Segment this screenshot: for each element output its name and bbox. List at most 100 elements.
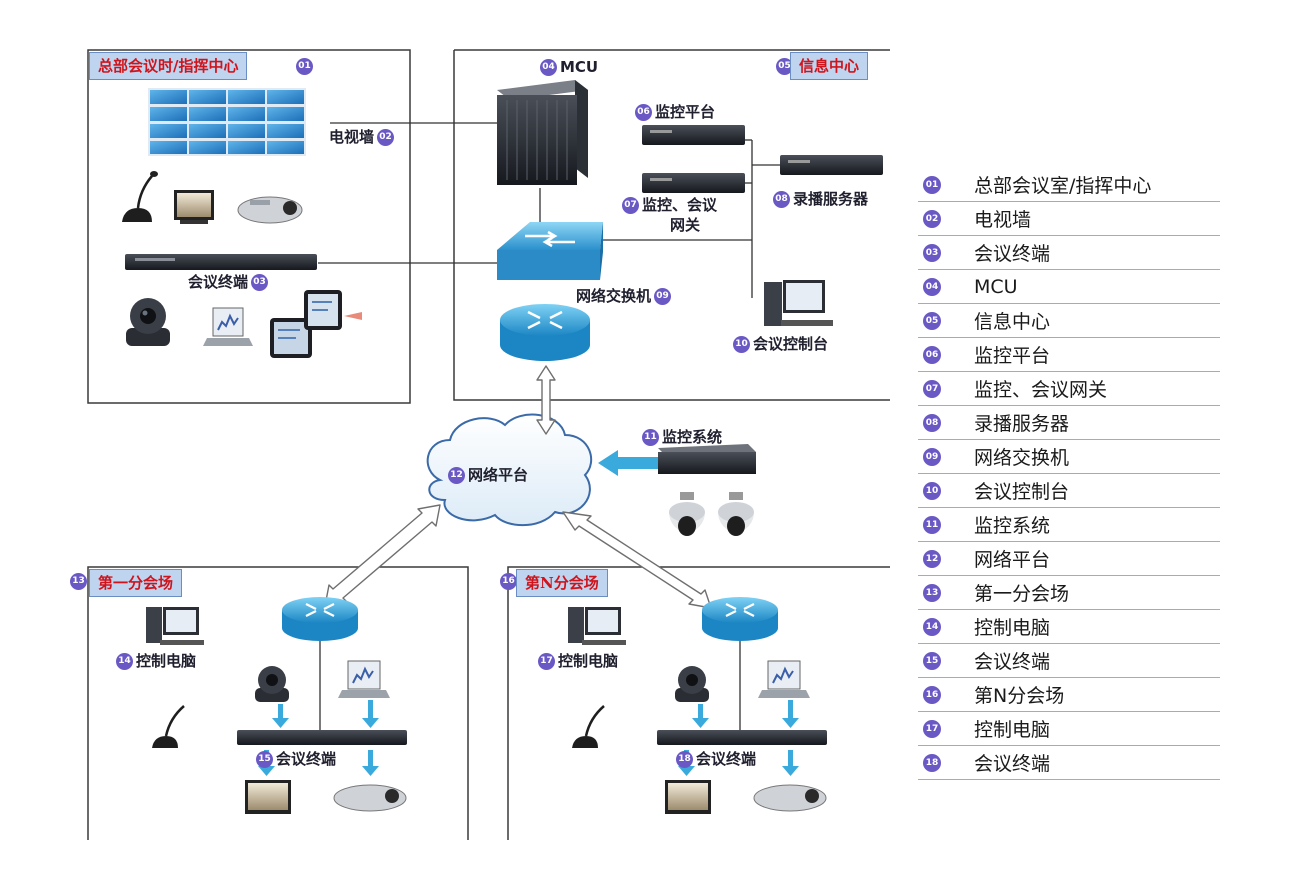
legend-label: 第一分会场 bbox=[974, 583, 1070, 605]
legend-badge: 08 bbox=[923, 413, 941, 432]
legend-badge: 06 bbox=[923, 345, 941, 364]
monitor-platform-icon bbox=[642, 125, 745, 145]
legend-row: 15 会议终端 bbox=[918, 644, 1220, 678]
legend-label: 信息中心 bbox=[974, 311, 1051, 333]
branch1-camera-icon bbox=[255, 666, 289, 702]
branch1-pc-icon bbox=[146, 607, 204, 645]
legend-label: 会议终端 bbox=[974, 651, 1051, 673]
legend-label: 控制电脑 bbox=[974, 617, 1051, 639]
zone-frames bbox=[87, 49, 890, 840]
zone-title-branch1: 第一分会场 bbox=[89, 569, 183, 597]
legend-badge: 04 bbox=[923, 277, 941, 296]
arrow-left-icon bbox=[598, 450, 658, 476]
tv-monitor-icon bbox=[174, 190, 214, 224]
legend-label: 网络交换机 bbox=[974, 447, 1070, 469]
legend-badge: 15 bbox=[923, 651, 941, 670]
connection-lines bbox=[318, 122, 780, 730]
legend-label: 会议控制台 bbox=[974, 481, 1070, 503]
branchN-pc-icon bbox=[568, 607, 626, 645]
monitoring-device-icon bbox=[658, 444, 756, 474]
microphone-icon bbox=[122, 171, 158, 222]
legend-row: 13 第一分会场 bbox=[918, 576, 1220, 610]
legend-row: 06 监控平台 bbox=[918, 338, 1220, 372]
branchN-terminal-icon bbox=[657, 730, 827, 745]
badge-info: 05 bbox=[776, 58, 793, 75]
branch1-projector-icon bbox=[333, 784, 407, 812]
branchN-laptop-icon bbox=[758, 660, 810, 698]
branch1-microphone-icon bbox=[152, 705, 185, 748]
legend-badge: 07 bbox=[923, 379, 941, 398]
router-icon bbox=[500, 304, 590, 361]
branchN-router-icon bbox=[702, 597, 778, 641]
legend-row: 10 会议控制台 bbox=[918, 474, 1220, 508]
zone-title-branchN: 第N分会场 bbox=[516, 569, 608, 597]
legend-badge: 01 bbox=[923, 175, 941, 194]
badge-branch1: 13 bbox=[70, 573, 87, 590]
branchN-projector-icon bbox=[753, 784, 827, 812]
legend-badge: 11 bbox=[923, 515, 941, 534]
legend-badge: 13 bbox=[923, 583, 941, 602]
network-switch-icon bbox=[497, 222, 603, 280]
legend-row: 16 第N分会场 bbox=[918, 678, 1220, 712]
gateway-icon bbox=[642, 173, 745, 193]
legend-label: 监控平台 bbox=[974, 345, 1051, 367]
legend-label: 监控系统 bbox=[974, 515, 1051, 537]
legend-row: 05 信息中心 bbox=[918, 304, 1220, 338]
branch1-laptop-icon bbox=[338, 660, 390, 698]
branchN-tv-icon bbox=[665, 780, 711, 814]
double-arrow-icon bbox=[324, 365, 712, 609]
legend-row: 04 MCU bbox=[918, 270, 1220, 304]
legend-badge: 03 bbox=[923, 243, 941, 262]
legend-label: 监控、会议网关 bbox=[974, 379, 1108, 401]
legend-label: 总部会议室/指挥中心 bbox=[974, 175, 1152, 197]
mcu-icon bbox=[497, 80, 588, 185]
legend-label: 第N分会场 bbox=[974, 685, 1065, 707]
badge-hq: 01 bbox=[296, 58, 313, 75]
branch1-terminal-icon bbox=[237, 730, 407, 745]
ptz-camera-icon bbox=[126, 298, 170, 346]
legend-row: 11 监控系统 bbox=[918, 508, 1220, 542]
legend-row: 08 录播服务器 bbox=[918, 406, 1220, 440]
legend-badge: 05 bbox=[923, 311, 941, 330]
zone-title-info: 信息中心 bbox=[790, 52, 869, 80]
legend-badge: 17 bbox=[923, 719, 941, 738]
legend-badge: 02 bbox=[923, 209, 941, 228]
branch1-tv-icon bbox=[245, 780, 291, 814]
legend-badge: 10 bbox=[923, 481, 941, 500]
legend-row: 01 总部会议室/指挥中心 bbox=[918, 168, 1220, 202]
branch1-router-icon bbox=[282, 597, 358, 641]
tablet-icon bbox=[270, 290, 362, 358]
dome-camera-icon bbox=[669, 492, 754, 536]
label-gateway-line2: 网关 bbox=[670, 216, 701, 234]
legend-label: MCU bbox=[974, 275, 1018, 298]
badge-branchN: 16 bbox=[500, 573, 517, 590]
legend-badge: 18 bbox=[923, 753, 941, 772]
legend-label: 录播服务器 bbox=[974, 413, 1070, 435]
conference-terminal-icon bbox=[125, 254, 317, 270]
console-pc-icon bbox=[764, 280, 833, 326]
legend-badge: 14 bbox=[923, 617, 941, 636]
legend-badge: 16 bbox=[923, 685, 941, 704]
zone-title-hq: 总部会议时/指挥中心 bbox=[89, 52, 248, 80]
